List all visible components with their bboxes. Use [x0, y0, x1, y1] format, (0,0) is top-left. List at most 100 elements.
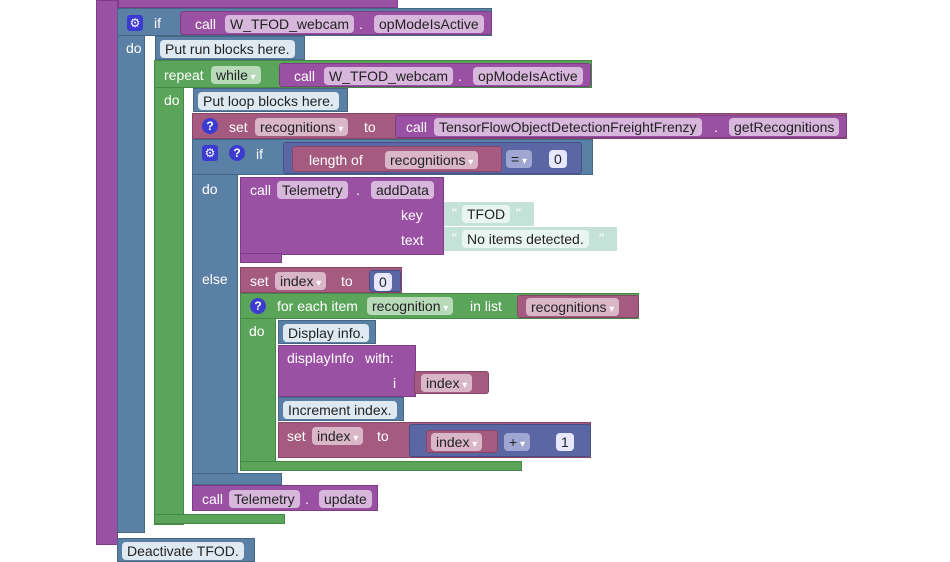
- to-keyword: to: [364, 119, 376, 135]
- method-field[interactable]: addData: [371, 181, 434, 199]
- repeat-header[interactable]: repeat while call W_TFOD_webcam . opMode…: [154, 60, 592, 88]
- set-keyword: set: [250, 273, 269, 289]
- number-field[interactable]: 0: [374, 273, 392, 291]
- procedure-spine: [96, 0, 118, 545]
- telemetry-add-data-block[interactable]: call Telemetry . addData key text: [240, 177, 444, 255]
- comment-deactivate-tfod[interactable]: Deactivate TFOD.: [117, 538, 255, 562]
- telemetry-add-footer: [240, 253, 282, 263]
- call-keyword: call: [195, 16, 217, 32]
- set-recognitions-block[interactable]: ? set recognitions to call TensorFlowObj…: [192, 113, 847, 139]
- comment-text[interactable]: Increment index.: [283, 401, 397, 419]
- loop-variable-dropdown[interactable]: recognition: [367, 297, 454, 315]
- if-header[interactable]: ⚙ if call W_TFOD_webcam . opModeIsActive: [117, 8, 492, 36]
- comment-display-info[interactable]: Display info.: [278, 320, 376, 344]
- help-icon[interactable]: ?: [229, 145, 245, 161]
- call-get-recognitions[interactable]: call TensorFlowObjectDetectionFreightFre…: [395, 115, 847, 138]
- variable-dropdown[interactable]: index: [421, 374, 473, 392]
- in-list-keyword: in list: [470, 298, 502, 314]
- call-op-mode-active-2[interactable]: call W_TFOD_webcam . opModeIsActive: [279, 63, 591, 87]
- do-keyword: do: [249, 323, 265, 339]
- call-keyword: call: [250, 182, 272, 198]
- target-field[interactable]: W_TFOD_webcam: [225, 15, 355, 33]
- method-field[interactable]: getRecognitions: [729, 118, 840, 136]
- comment-increment-index[interactable]: Increment index.: [278, 397, 404, 421]
- length-keyword: length of: [309, 152, 363, 168]
- telemetry-update-block[interactable]: call Telemetry . update: [192, 485, 378, 511]
- target-field[interactable]: W_TFOD_webcam: [324, 67, 454, 85]
- variable-dropdown[interactable]: recognitions: [385, 151, 479, 169]
- variable-dropdown[interactable]: index: [431, 433, 483, 451]
- for-each-keyword: for each item: [277, 298, 358, 314]
- to-keyword: to: [377, 428, 389, 444]
- target-field[interactable]: Telemetry: [277, 181, 348, 199]
- variable-dropdown[interactable]: recognitions: [526, 298, 620, 316]
- set-keyword: set: [229, 119, 248, 135]
- compare-block[interactable]: length of recognitions = 0: [283, 142, 582, 174]
- arg-variable-block[interactable]: index: [414, 371, 489, 394]
- display-info-label: displayInfo: [287, 350, 354, 366]
- variable-dropdown[interactable]: recognitions: [255, 118, 349, 136]
- var-ref-block[interactable]: index: [426, 430, 498, 453]
- call-keyword: call: [294, 68, 316, 84]
- else-keyword: else: [202, 271, 228, 287]
- call-keyword: call: [202, 491, 224, 507]
- repeat-mode-dropdown[interactable]: while: [211, 66, 261, 84]
- operator-dropdown[interactable]: +: [504, 433, 530, 451]
- target-field[interactable]: TensorFlowObjectDetectionFreightFrenzy: [434, 118, 702, 136]
- number-field[interactable]: 1: [556, 433, 574, 451]
- gear-icon[interactable]: ⚙: [202, 145, 218, 161]
- do-keyword: do: [202, 181, 218, 197]
- comment-text[interactable]: Display info.: [283, 324, 370, 342]
- for-each-block[interactable]: [240, 293, 276, 470]
- number-block[interactable]: 0: [369, 270, 401, 292]
- operator-dropdown[interactable]: =: [506, 150, 532, 168]
- set-keyword: set: [287, 428, 306, 444]
- set-index-block[interactable]: set index to 0: [240, 267, 402, 293]
- if-keyword: if: [256, 146, 263, 162]
- call-keyword: call: [127, 0, 148, 3]
- do-keyword: do: [164, 92, 180, 108]
- for-each-header[interactable]: ? for each item recognition in list reco…: [240, 293, 639, 319]
- for-each-footer: [240, 461, 522, 471]
- text-value[interactable]: No items detected.: [462, 230, 589, 248]
- number-field[interactable]: 0: [549, 150, 567, 168]
- comment-text[interactable]: Put loop blocks here.: [198, 92, 339, 110]
- to-keyword: to: [341, 273, 353, 289]
- gear-icon[interactable]: ⚙: [127, 15, 143, 31]
- if-keyword: if: [154, 15, 161, 31]
- key-value[interactable]: TFOD: [462, 205, 511, 223]
- key-string-block[interactable]: " TFOD ": [444, 202, 534, 226]
- target-field[interactable]: Telemetry: [229, 490, 300, 508]
- if-length-header[interactable]: ⚙ ? if length of recognitions = 0: [192, 139, 593, 175]
- help-icon[interactable]: ?: [202, 118, 218, 134]
- method-field[interactable]: opModeIsActive: [374, 15, 484, 33]
- comment-run-blocks[interactable]: Put run blocks here.: [155, 36, 305, 60]
- list-variable-block[interactable]: recognitions: [517, 295, 639, 318]
- repeat-footer: [154, 514, 285, 524]
- variable-dropdown[interactable]: index: [275, 272, 327, 290]
- text-label: text: [401, 232, 424, 248]
- wait-for-start-block[interactable]: call: [118, 0, 398, 8]
- key-label: key: [401, 207, 423, 223]
- do-keyword: do: [126, 40, 142, 56]
- display-info-call-block[interactable]: displayInfo with: i: [278, 345, 416, 397]
- arithmetic-block[interactable]: index + 1: [409, 424, 591, 457]
- set-index-increment-block[interactable]: set index to index + 1: [278, 422, 591, 458]
- comment-loop-blocks[interactable]: Put loop blocks here.: [193, 88, 348, 112]
- text-string-block[interactable]: " No items detected. ": [444, 227, 617, 251]
- if-length-block[interactable]: [192, 139, 238, 483]
- comment-text[interactable]: Put run blocks here.: [160, 40, 295, 58]
- repeat-while-block[interactable]: [154, 60, 184, 525]
- help-icon[interactable]: ?: [250, 298, 266, 314]
- length-of-block[interactable]: length of recognitions: [292, 146, 502, 172]
- call-op-mode-active[interactable]: call W_TFOD_webcam . opModeIsActive: [180, 11, 492, 35]
- method-field[interactable]: opModeIsActive: [473, 67, 583, 85]
- param-label: i: [393, 375, 397, 391]
- call-keyword: call: [406, 119, 428, 135]
- if-op-mode-active-block[interactable]: [117, 8, 145, 533]
- repeat-keyword: repeat: [164, 67, 204, 83]
- method-field[interactable]: update: [319, 490, 372, 508]
- variable-dropdown[interactable]: index: [312, 427, 364, 445]
- if-length-footer: [192, 473, 282, 485]
- with-label: with:: [365, 350, 394, 366]
